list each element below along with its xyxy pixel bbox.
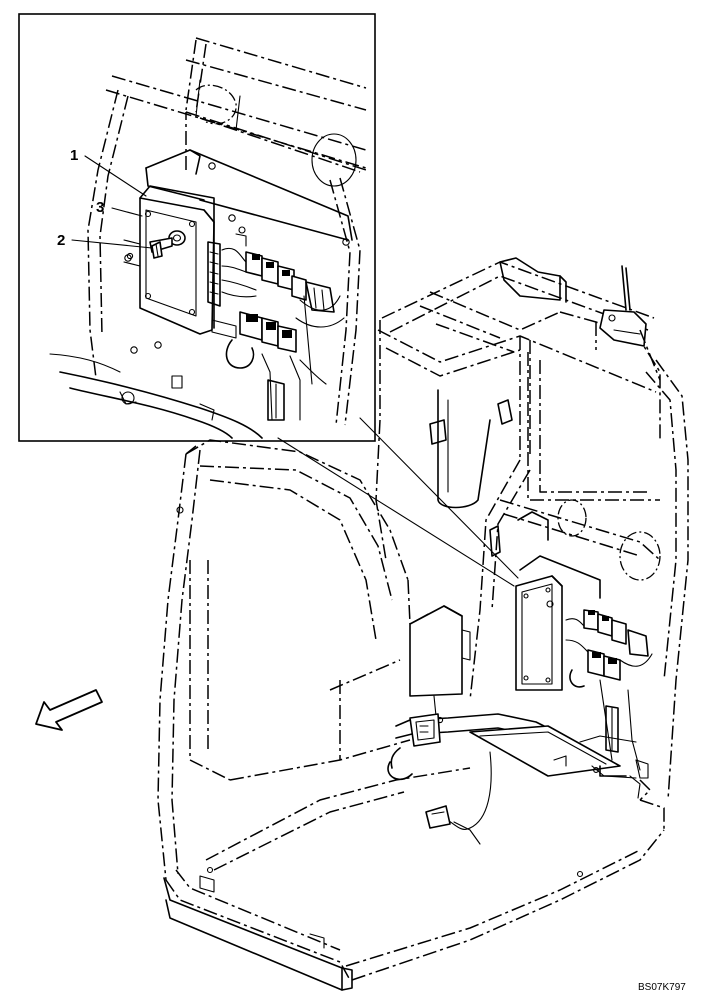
bolt-and-washer <box>149 230 186 259</box>
inset-background-structure <box>49 37 367 439</box>
controller-main-view <box>515 555 653 779</box>
callout-1: 1 <box>70 147 78 164</box>
callout-2: 2 <box>57 232 65 249</box>
detail-inset: 1 3 2 <box>18 13 376 442</box>
controller-box <box>123 185 215 335</box>
callout-3: 3 <box>96 199 104 216</box>
floor-harness <box>387 713 637 845</box>
antenna <box>599 265 647 347</box>
cab-main-view <box>157 257 689 991</box>
side-box <box>409 605 471 724</box>
drawing-code: BS07K797 <box>638 982 686 993</box>
relay-cluster <box>207 226 345 421</box>
leader-lines <box>71 155 153 249</box>
cab-frame <box>157 419 665 991</box>
detail-connector-lines <box>277 417 519 587</box>
direction-arrow-icon <box>35 689 103 731</box>
